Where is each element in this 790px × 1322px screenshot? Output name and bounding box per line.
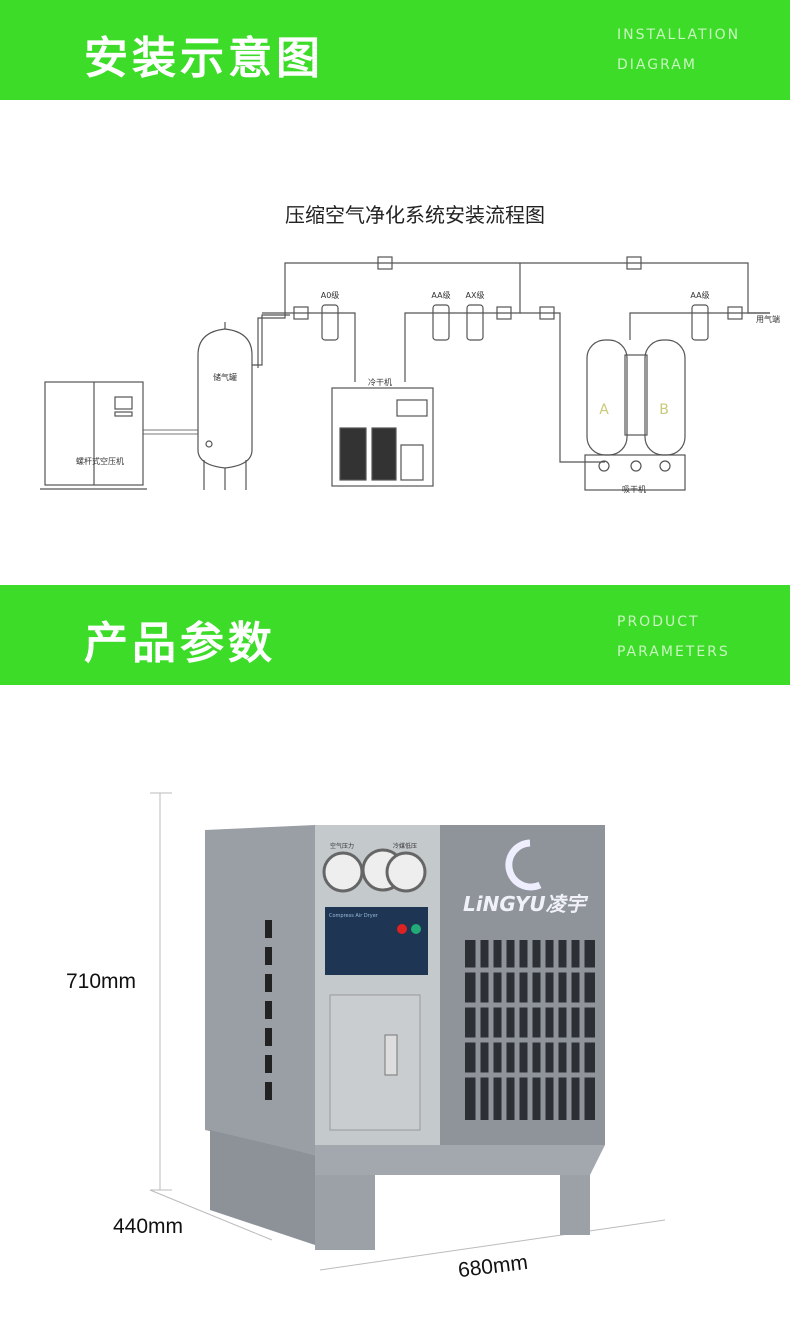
section-subtitle-en: DIAGRAM [617, 57, 697, 73]
label-filter-ax: AX级 [466, 290, 485, 300]
diagram-title: 压缩空气净化系统安装流程图 [285, 203, 545, 227]
section-banner-installation: 安装示意图 INSTALLATION DIAGRAM [0, 0, 790, 100]
section-title: 安装示意图 [84, 33, 324, 84]
label-compressor: 螺杆式空压机 [76, 456, 124, 466]
label-filter-aa: AA级 [431, 290, 450, 300]
label-tower-b: B [659, 402, 669, 418]
label-adsorption-dryer: 吸干机 [622, 484, 646, 494]
installation-diagram: 压缩空气净化系统安装流程图 [40, 203, 780, 494]
product-image: 空气压力 冷媒低压 Compress Air Dryer LiNGYU凌宇 [149, 792, 666, 1271]
section-title: 产品参数 [84, 618, 276, 669]
dimension-depth: 440mm [113, 1215, 184, 1238]
section-subtitle-en: INSTALLATION [617, 27, 741, 43]
section-subtitle-en: PARAMETERS [617, 644, 730, 660]
section-subtitle-en: PRODUCT [617, 614, 700, 630]
label-filter-aa: AA级 [690, 290, 709, 300]
label-filter-a0: A0级 [321, 290, 340, 300]
label-outlet: 用气端 [756, 314, 780, 324]
dimension-height: 710mm [66, 970, 137, 993]
label-tower-a: A [599, 402, 609, 418]
brand-logo: LiNGYU凌宇 [463, 892, 589, 916]
section-banner-parameters: 产品参数 PRODUCT PARAMETERS [0, 585, 790, 685]
label-tank: 储气罐 [213, 372, 237, 382]
gauge-label-refrigerant: 冷媒低压 [393, 842, 417, 850]
panel-title: Compress Air Dryer [329, 913, 379, 919]
label-cold-dryer: 冷干机 [368, 377, 392, 387]
gauge-label-air-pressure: 空气压力 [330, 842, 354, 850]
